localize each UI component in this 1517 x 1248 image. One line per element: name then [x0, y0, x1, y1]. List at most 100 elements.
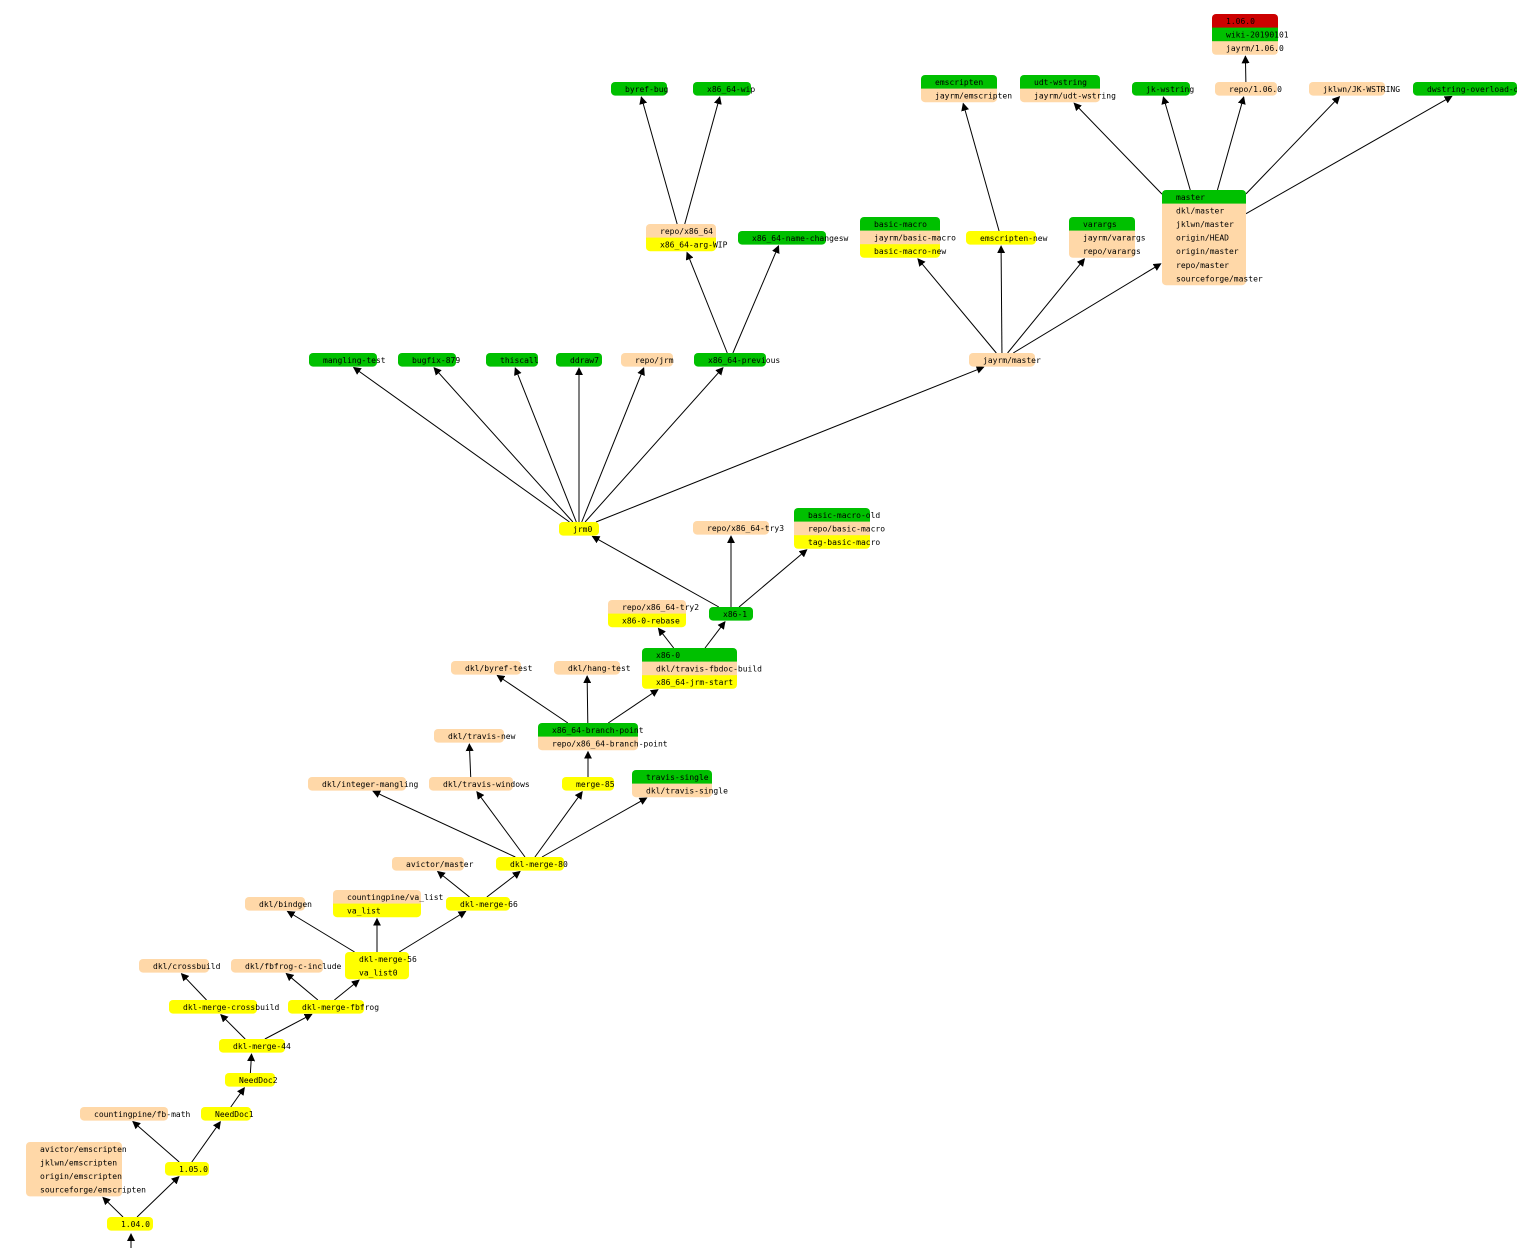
ref-label-remote: avictor/emscripten: [40, 1145, 127, 1154]
ref-node-byreftest: dkl/byref-test: [451, 661, 533, 675]
edge-m80-to-trwin: [476, 791, 526, 858]
ref-node-v104: 1.04.0: [107, 1217, 153, 1231]
edge-v105-to-fbmath: [132, 1120, 180, 1163]
ref-label-remote: repo/x86_64-try3: [707, 524, 784, 533]
ref-node-x861: x86-1: [709, 607, 753, 621]
ref-row-bg: [333, 890, 421, 905]
ref-row-bg: [709, 607, 753, 621]
ref-label-remote: dkl/fbfrog-c-include: [245, 962, 342, 971]
ref-node-v105: 1.05.0: [165, 1162, 209, 1176]
edge-master-to-repo106: [1216, 96, 1246, 191]
ref-label-remote: countingpine/fb-math: [94, 1110, 191, 1119]
ref-label-tag: emscripten-new: [980, 234, 1048, 243]
ref-label-tag: dkl-merge-66: [460, 900, 518, 909]
ref-row-bg: [1162, 217, 1246, 232]
ref-label-remote: jayrm/varargs: [1083, 233, 1146, 242]
ref-node-intmang: dkl/integer-mangling: [308, 777, 419, 791]
edge-nd1-to-nd2: [230, 1087, 245, 1108]
ref-label-branch: varargs: [1083, 220, 1117, 229]
ref-label-remote: avictor/master: [406, 860, 474, 869]
edge-m44-to-mcross: [220, 1013, 246, 1040]
ref-row-bg: [231, 959, 323, 973]
ref-row-bg: [1069, 230, 1135, 245]
ref-label-remote: jklwn/master: [1176, 220, 1234, 229]
ref-row-bg: [308, 777, 406, 791]
ref-row-bg: [621, 353, 673, 367]
edge-mfbfrog-to-fbfrogc: [285, 972, 319, 1001]
ref-row-bg: [1069, 217, 1135, 232]
ref-label-branch: ddraw7: [570, 356, 599, 365]
ref-label-remote: sourceforge/emscripten: [40, 1186, 146, 1195]
ref-label-remote: origin/emscripten: [40, 1172, 122, 1181]
ref-row-bg: [794, 521, 870, 536]
ref-row-bg: [860, 217, 940, 232]
ref-row-bg: [169, 1000, 257, 1014]
ref-row-bg: [1162, 203, 1246, 218]
ref-node-m85: merge-85: [562, 777, 615, 791]
ref-row-bg: [562, 777, 614, 791]
ref-row-bg: [559, 522, 599, 536]
edge-jmaster-to-emnew: [997, 245, 1006, 354]
ref-row-bg: [1212, 41, 1278, 55]
ref-node-jkw: jk-wstring: [1132, 82, 1194, 96]
ref-node-avmaster: avictor/master: [392, 857, 474, 871]
ref-row-bg: [554, 661, 620, 675]
ref-label-remote: dkl/crossbuild: [153, 962, 221, 971]
edge-bp-to-hangtest: [583, 675, 592, 724]
ref-row-bg: [1162, 230, 1246, 245]
ref-label-tag: x86_64-arg-WIP: [660, 240, 728, 249]
ref-row-bg: [392, 857, 464, 871]
ref-row-bg: [608, 600, 686, 615]
ref-row-bg: [969, 353, 1035, 367]
ref-label-tag: dkl-merge-crossbuild: [183, 1003, 280, 1012]
ref-row-bg: [646, 224, 716, 239]
ref-node-nd2: NeedDoc2: [225, 1073, 278, 1087]
ref-row-bg: [1020, 88, 1100, 103]
ref-row-bg: [642, 675, 737, 689]
ref-row-bg: [26, 1169, 122, 1184]
edge-emnew-to-em: [961, 102, 1000, 232]
ref-label-branch: dwstring-overload-de: [1427, 85, 1517, 94]
edge-master-to-udt: [1073, 102, 1163, 195]
ref-node-fbmath: countingpine/fb-math: [80, 1107, 191, 1121]
ref-row-bg: [608, 613, 686, 628]
ref-label-branch: byref-bug: [625, 85, 669, 94]
ref-label-tag: va_list: [347, 906, 381, 915]
edge-jrm0-to-thiscall: [514, 367, 577, 523]
ref-node-bugfix: bugfix-879: [398, 353, 460, 367]
ref-row-bg: [556, 353, 602, 367]
ref-row-bg: [1162, 258, 1246, 273]
ref-label-branch: udt-wstring: [1034, 78, 1087, 87]
ref-row-bg: [26, 1155, 122, 1170]
ref-label-remote: repo/jrm: [635, 356, 674, 365]
ref-label-remote: jayrm/master: [983, 356, 1041, 365]
ref-label-tag: x86-0-rebase: [622, 616, 680, 625]
ref-node-nd1: NeedDoc1: [201, 1107, 254, 1121]
ref-label-remote: jklwn/JK-WSTRING: [1323, 85, 1400, 94]
ref-node-repo106: repo/1.06.0: [1215, 82, 1282, 96]
ref-node-x64prev: x86_64-previous: [694, 353, 780, 367]
ref-label-tag: 1.04.0: [121, 1220, 150, 1229]
ref-node-trwin: dkl/travis-windows: [429, 777, 530, 791]
ref-node-trnew: dkl/travis-new: [434, 729, 516, 743]
ref-label-branch: jk-wstring: [1146, 85, 1194, 94]
ref-label-branch: x86_64-name-changesw: [752, 234, 849, 243]
ref-row-bg: [225, 1073, 275, 1087]
edge-trwin-to-trnew: [465, 743, 474, 778]
ref-row-bg: [632, 770, 712, 785]
ref-node-jrm0: jrm0: [559, 522, 599, 536]
ref-row-bg: [921, 88, 997, 103]
edge-master-to-jkl: [1245, 95, 1341, 195]
ref-label-tag: va_list0: [359, 968, 398, 977]
ref-label-branch: x86_64-branch-point: [552, 726, 644, 735]
ref-label-branch: mangling-test: [323, 356, 386, 365]
ref-row-bg: [434, 729, 504, 743]
ref-label-remote: repo/x86_64-try2: [622, 603, 699, 612]
ref-row-bg: [538, 723, 638, 738]
ref-row-bg: [345, 965, 409, 980]
edge-m56-to-bindgen: [286, 910, 355, 953]
